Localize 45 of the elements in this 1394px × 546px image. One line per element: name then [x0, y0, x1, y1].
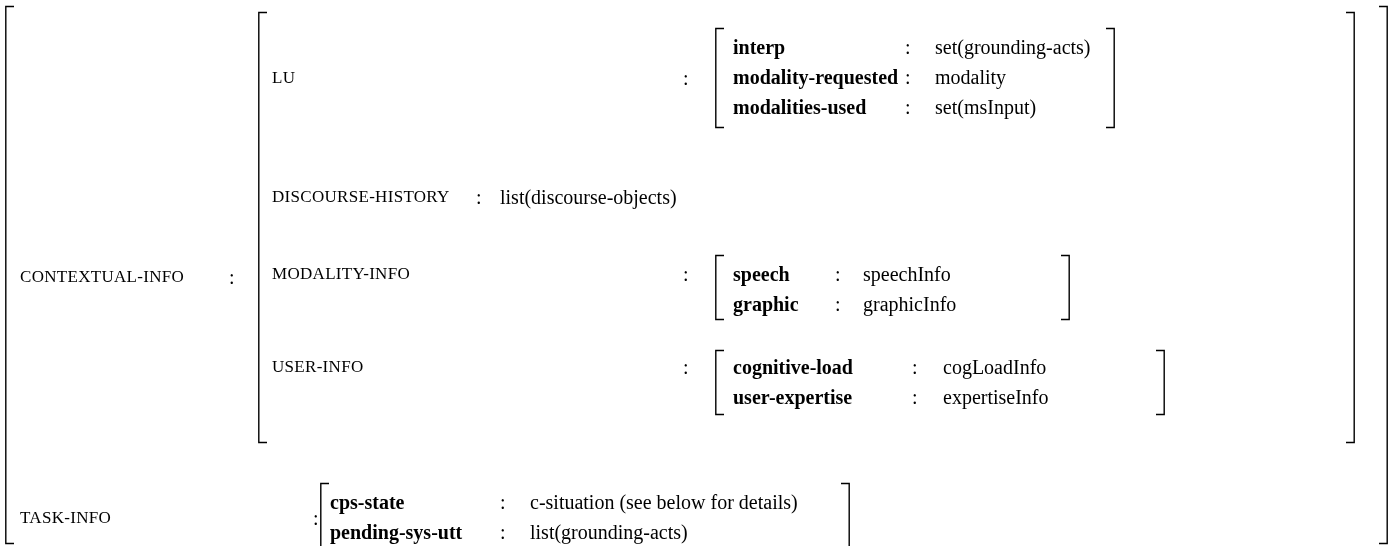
feature-name: speech	[733, 263, 790, 285]
colon: :	[229, 266, 235, 288]
value-type: set(msInput)	[935, 96, 1037, 118]
colon: :	[835, 263, 841, 285]
colon: :	[835, 293, 841, 315]
attribute-value-matrix	[715, 255, 1070, 320]
colon: :	[683, 67, 689, 89]
feature-name: CONTEXTUAL-INFO	[20, 266, 185, 288]
colon: :	[500, 491, 506, 513]
feature-name: DISCOURSE-HISTORY	[272, 186, 450, 208]
colon: :	[905, 66, 911, 88]
feature-name: user-expertise	[733, 386, 853, 408]
attribute-value-matrix	[715, 28, 1115, 128]
feature-name: LU	[272, 67, 296, 89]
value-type: c-situation (see below for details)	[530, 491, 798, 513]
feature-name: modality-requested	[733, 66, 899, 88]
feature-name: cps-state	[330, 491, 405, 513]
colon: :	[905, 36, 911, 58]
feature-name: USER-INFO	[272, 356, 364, 378]
value-type: list(grounding-acts)	[530, 521, 688, 543]
feature-name: MODALITY-INFO	[272, 263, 410, 285]
colon: :	[912, 356, 918, 378]
feature-name: pending-sys-utt	[330, 521, 463, 543]
feature-name: modalities-used	[733, 96, 867, 118]
value-type: modality	[935, 66, 1007, 88]
value-type: graphicInfo	[863, 293, 957, 315]
colon: :	[476, 186, 482, 208]
value-type: list(discourse-objects)	[500, 186, 677, 208]
value-type: expertiseInfo	[943, 386, 1049, 408]
feature-name: graphic	[733, 293, 799, 315]
colon: :	[683, 356, 689, 378]
attribute-value-matrix	[258, 12, 1355, 443]
colon: :	[912, 386, 918, 408]
feature-name: TASK-INFO	[20, 507, 112, 529]
colon: :	[683, 263, 689, 285]
colon: :	[313, 507, 319, 529]
value-type: cogLoadInfo	[943, 356, 1047, 378]
colon: :	[905, 96, 911, 118]
attribute-value-matrix	[715, 350, 1165, 415]
feature-name: cognitive-load	[733, 356, 853, 378]
feature-name: interp	[733, 36, 786, 58]
colon: :	[500, 521, 506, 543]
value-type: set(grounding-acts)	[935, 36, 1091, 58]
value-type: speechInfo	[863, 263, 951, 285]
attribute-value-matrix	[5, 6, 1388, 544]
